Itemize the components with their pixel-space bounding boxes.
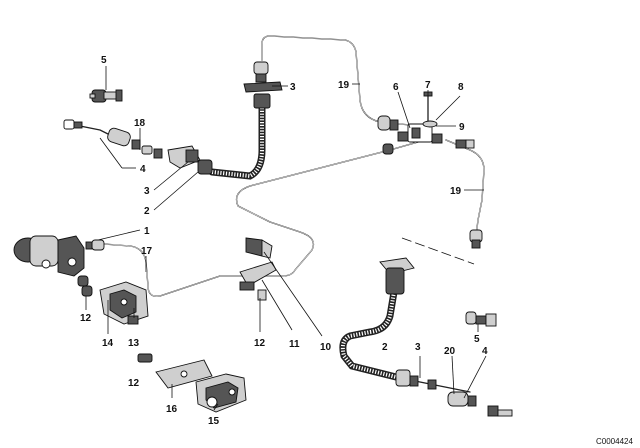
leader-lines	[85, 66, 487, 411]
callout-15: 15	[208, 416, 220, 427]
clip-center	[245, 237, 273, 259]
lower-hose-bracket	[379, 257, 415, 295]
tee-junction	[377, 91, 475, 155]
callout-12-b: 12	[254, 338, 266, 349]
pressure-regulator	[13, 235, 89, 287]
callout-19-right: 19	[450, 186, 462, 197]
callout-1: 1	[144, 226, 150, 237]
callout-4-left: 4	[140, 164, 146, 175]
callout-10: 10	[320, 342, 332, 353]
callout-12-c: 12	[128, 378, 140, 389]
bolt-left	[81, 285, 93, 297]
callout-labels: 5 3 19 6 7 8 9 19 18 4 3 2 1 17 12 14 13…	[80, 55, 633, 446]
callout-4-bottom: 4	[482, 346, 488, 357]
parts	[13, 61, 513, 417]
callout-18: 18	[134, 118, 146, 129]
top-bracket	[243, 61, 283, 109]
image-code: C0004424	[596, 437, 633, 446]
brake-lines	[69, 35, 485, 393]
callout-16: 16	[166, 404, 178, 415]
brake-line-bottom-right	[409, 379, 471, 393]
callout-20: 20	[444, 346, 456, 357]
callout-5-top: 5	[101, 55, 107, 66]
callout-2-bottom: 2	[382, 342, 388, 353]
callout-14: 14	[102, 338, 114, 349]
callout-12-a: 12	[80, 313, 92, 324]
callout-8: 8	[458, 82, 464, 93]
callout-6: 6	[393, 82, 399, 93]
left-hose-assembly	[63, 119, 163, 159]
right-line-fitting	[469, 229, 483, 249]
left-bracket	[167, 145, 213, 175]
callout-3-top: 3	[290, 82, 296, 93]
lower-bracket-16	[137, 353, 213, 389]
bleeder-screw-top	[89, 89, 123, 103]
callout-7: 7	[425, 80, 431, 91]
callout-3-left: 3	[144, 186, 150, 197]
axis-indicator	[401, 237, 475, 265]
callout-2-left: 2	[144, 206, 150, 217]
callout-17: 17	[141, 246, 153, 257]
flex-hoses	[208, 104, 404, 382]
clamp-assembly	[99, 281, 149, 325]
callout-11: 11	[289, 339, 300, 350]
lower-right-fittings	[395, 369, 513, 417]
callout-13: 13	[128, 338, 140, 349]
brake-hose-top	[208, 104, 266, 180]
callout-3-bottom: 3	[415, 342, 421, 353]
callout-5-right: 5	[474, 334, 480, 345]
regulator-fitting	[85, 239, 105, 251]
callout-19-top: 19	[338, 80, 350, 91]
bleeder-screw-right	[465, 311, 497, 327]
caliper-bracket-15	[195, 373, 247, 413]
callout-9: 9	[459, 122, 465, 133]
